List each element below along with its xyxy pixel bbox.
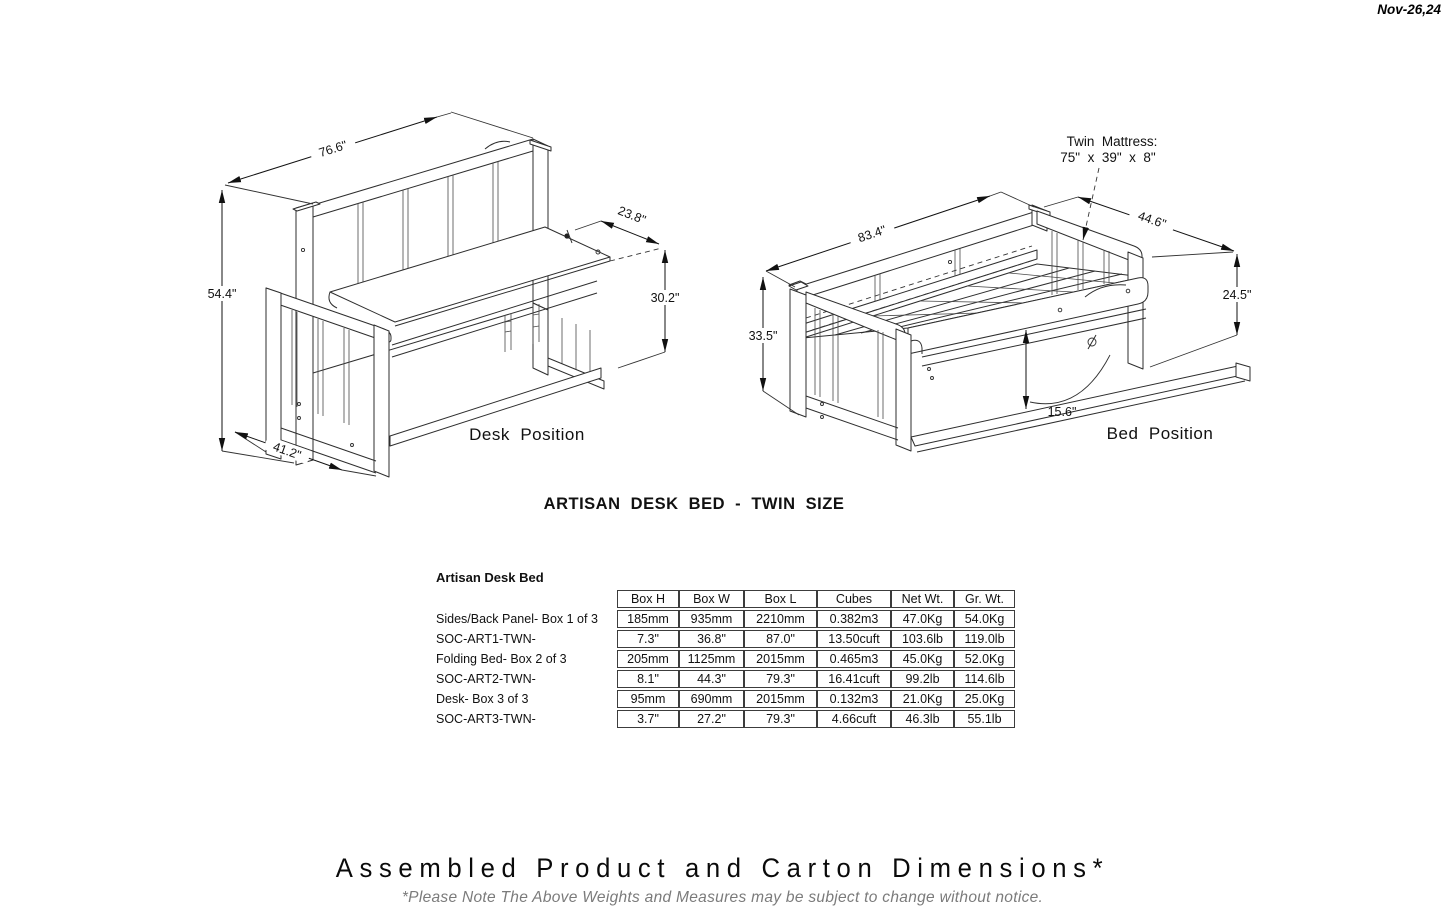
- row-label: SOC-ART1-TWN-: [436, 632, 536, 646]
- cell: 99.2lb: [891, 670, 954, 688]
- dim-bed-arm-height: 24.5": [1223, 288, 1252, 302]
- table-row: Desk- Box 3 of 3 95mm 690mm 2015mm 0.132…: [436, 690, 1015, 708]
- desk-position-drawing: 76.6" 54.4" 23.8" 30.2": [198, 111, 689, 478]
- desk-side-panel: [265, 287, 392, 478]
- dim-bed-length: 83.4": [856, 223, 888, 245]
- row-label: SOC-ART3-TWN-: [436, 712, 536, 726]
- col-header: Box W: [679, 590, 744, 608]
- cell: 114.6lb: [954, 670, 1015, 688]
- bed-dimensions: 83.4" 33.5" 44.6" 24.5": [739, 134, 1261, 419]
- cell: 52.0Kg: [954, 650, 1015, 668]
- dim-desk-depth: 23.8": [616, 204, 648, 228]
- dim-bed-height: 33.5": [749, 329, 778, 343]
- footer-heading: Assembled Product and Carton Dimensions*: [335, 853, 1110, 883]
- cell: 3.7": [617, 710, 679, 728]
- cell: 87.0": [744, 630, 817, 648]
- mattress-callout-title: Twin Mattress:: [1067, 134, 1158, 149]
- table-row: Sides/Back Panel- Box 1 of 3 185mm 935mm…: [436, 610, 1015, 628]
- cell: 16.41cuft: [817, 670, 891, 688]
- table-row: Folding Bed- Box 2 of 3 205mm 1125mm 201…: [436, 650, 1015, 668]
- cell: 79.3": [744, 710, 817, 728]
- cell: 46.3lb: [891, 710, 954, 728]
- col-header: Cubes: [817, 590, 891, 608]
- col-header: Box H: [617, 590, 679, 608]
- cell: 47.0Kg: [891, 610, 954, 628]
- cell: 185mm: [617, 610, 679, 628]
- dim-bed-depth: 44.6": [1136, 209, 1168, 232]
- bed-front-fascia: [907, 277, 1149, 355]
- col-header: Gr. Wt.: [954, 590, 1015, 608]
- bed-position-drawing: 83.4" 33.5" 44.6" 24.5": [739, 134, 1261, 453]
- dim-bed-clearance: 15.6": [1048, 405, 1077, 419]
- cell: 690mm: [679, 690, 744, 708]
- cell: 13.50cuft: [817, 630, 891, 648]
- cell: 45.0Kg: [891, 650, 954, 668]
- cell: 2210mm: [744, 610, 817, 628]
- desk-view-label: Desk Position: [469, 425, 585, 444]
- cell: 44.3": [679, 670, 744, 688]
- table-row: SOC-ART1-TWN- 7.3" 36.8" 87.0" 13.50cuft…: [436, 630, 1015, 648]
- cell: 2015mm: [744, 650, 817, 668]
- footer-note: *Please Note The Above Weights and Measu…: [401, 889, 1044, 906]
- cell: 8.1": [617, 670, 679, 688]
- table-row: SOC-ART3-TWN- 3.7" 27.2" 79.3" 4.66cuft …: [436, 710, 1015, 728]
- cell: 36.8": [679, 630, 744, 648]
- dim-desk-length: 76.6": [317, 138, 349, 160]
- col-header: Box L: [744, 590, 817, 608]
- cell: 4.66cuft: [817, 710, 891, 728]
- dim-desk-surface-height: 30.2": [651, 291, 680, 305]
- table-header-row: Box H Box W Box L Cubes Net Wt. Gr. Wt.: [436, 590, 1015, 608]
- carton-table: Box H Box W Box L Cubes Net Wt. Gr. Wt. …: [436, 588, 1015, 730]
- cell: 95mm: [617, 690, 679, 708]
- cell: 0.132m3: [817, 690, 891, 708]
- row-label: Sides/Back Panel- Box 1 of 3: [436, 612, 598, 626]
- bed-pullout-frame: [910, 308, 1251, 453]
- bed-view-label: Bed Position: [1107, 424, 1214, 443]
- cell: 0.465m3: [817, 650, 891, 668]
- cell: 119.0lb: [954, 630, 1015, 648]
- desk-under-rails: [389, 280, 602, 447]
- cell: 27.2": [679, 710, 744, 728]
- header-spacer: [436, 590, 617, 608]
- cell: 0.382m3: [817, 610, 891, 628]
- cell: 54.0Kg: [954, 610, 1015, 628]
- cell: 935mm: [679, 610, 744, 628]
- cell: 21.0Kg: [891, 690, 954, 708]
- cell: 2015mm: [744, 690, 817, 708]
- cell: 55.1lb: [954, 710, 1015, 728]
- table-row: SOC-ART2-TWN- 8.1" 44.3" 79.3" 16.41cuft…: [436, 670, 1015, 688]
- cell: 1125mm: [679, 650, 744, 668]
- row-label: Folding Bed- Box 2 of 3: [436, 652, 567, 666]
- table-caption: Artisan Desk Bed: [436, 570, 544, 585]
- cell: 103.6lb: [891, 630, 954, 648]
- row-label: SOC-ART2-TWN-: [436, 672, 536, 686]
- page-title: ARTISAN DESK BED - TWIN SIZE: [543, 495, 845, 513]
- cell: 205mm: [617, 650, 679, 668]
- cell: 25.0Kg: [954, 690, 1015, 708]
- cell: 79.3": [744, 670, 817, 688]
- row-label: Desk- Box 3 of 3: [436, 692, 529, 706]
- dim-desk-height: 54.4": [208, 287, 237, 301]
- revision-date: Nov-26,24: [1377, 2, 1441, 17]
- mattress-callout-size: 75" x 39" x 8": [1060, 150, 1156, 165]
- cell: 7.3": [617, 630, 679, 648]
- desk-surface: [328, 226, 611, 327]
- bed-side-panel: [788, 281, 912, 452]
- col-header: Net Wt.: [891, 590, 954, 608]
